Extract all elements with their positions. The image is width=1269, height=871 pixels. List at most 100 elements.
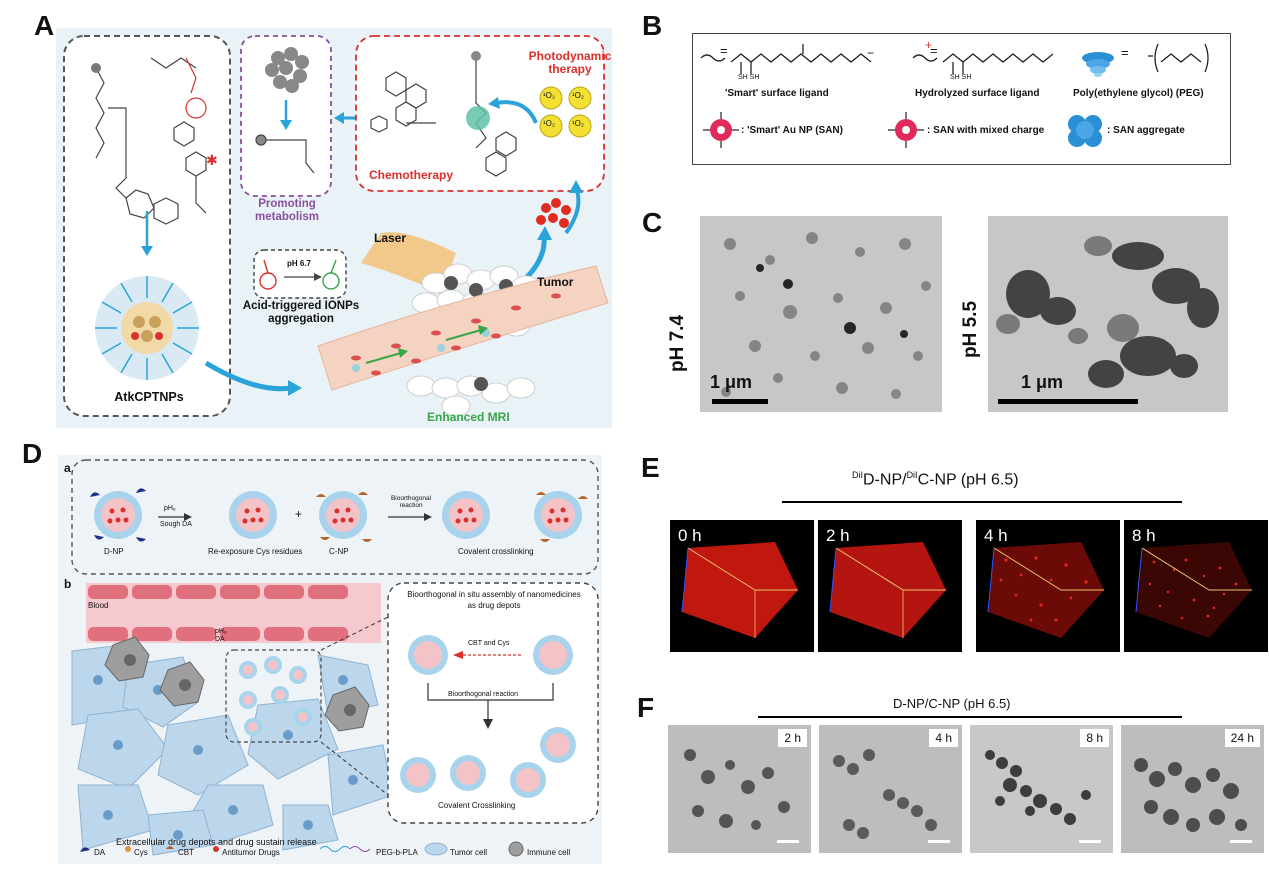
tem-scale-bar-2	[928, 840, 950, 843]
san-label: : 'Smart' Au NP (SAN)	[741, 125, 843, 136]
micrograph-ph-5-5-aggregates	[996, 236, 1219, 388]
tem-scale-bar-1	[777, 840, 799, 843]
tem-24h-particles	[1134, 758, 1247, 832]
confocal-time-8: 8 h	[1132, 526, 1156, 545]
svg-text:✱: ✱	[206, 152, 218, 168]
tem-time-8: 8 h	[1080, 729, 1109, 747]
atkcptnps-label: AtkCPTNPs	[114, 390, 184, 404]
legend-cbt: CBT	[178, 848, 194, 857]
tem-time-2: 2 h	[778, 729, 807, 747]
panel-label-d: D	[22, 438, 43, 469]
panel-label-a: A	[34, 10, 55, 41]
cbt-cys-label: CBT and Cys	[468, 640, 510, 647]
confocal-8h-volume	[1135, 542, 1252, 638]
panel-f-header-rule	[758, 716, 1182, 718]
dnp-label: D-NP	[104, 547, 124, 556]
panel-a-schematic: ✱	[56, 28, 612, 428]
panel-label-b: B	[642, 10, 663, 41]
panel-d-schematic: a b D-NP pHₑ Sough DA Re-exposure Cys re…	[58, 455, 602, 864]
confocal-8h: 8 h	[1124, 520, 1268, 652]
confocal-0h-volume	[681, 542, 798, 638]
peg-eq: =	[1121, 45, 1129, 60]
covalent-bottom-label: Covalent Crosslinking	[438, 801, 516, 810]
extracellular-label: Extracellular drug depots and drug susta…	[116, 837, 317, 847]
micrograph-ph-7-4-particles	[721, 232, 931, 399]
confocal-2h: 2 h	[818, 520, 962, 652]
panel-e-header-sup1: DiI	[852, 470, 863, 480]
panel-b-legend: = − SH SH = + SH SH = 'Smart' surface li…	[692, 33, 1231, 165]
legend-peg-pla: PEG-b-PLA	[376, 848, 418, 857]
bio-reaction-mid-label: Bioorthogonal reaction	[448, 691, 519, 698]
confocal-time-0: 0 h	[678, 526, 702, 545]
panel-e-header-rule	[782, 501, 1182, 503]
micrograph-ph-5-5: 1 μm	[988, 216, 1228, 412]
confocal-2h-volume	[829, 542, 946, 638]
laser-label: Laser	[374, 231, 407, 245]
tem-8h-particles	[985, 750, 1091, 825]
panel-e-header-mid: D-NP/	[863, 471, 907, 489]
panel-e-header: DiID-NP/DiIC-NP (pH 6.5)	[852, 470, 1019, 489]
bio-reaction-top-label: Bioorthogonal reaction	[390, 495, 432, 509]
blood-label: Blood	[88, 601, 109, 610]
ph-value-label: pH 6.7	[287, 259, 312, 268]
tem-8h: 8 h	[970, 725, 1113, 853]
tem-4h-particles	[833, 749, 937, 839]
san-mixed-label: : SAN with mixed charge	[927, 125, 1045, 136]
tem-time-4: 4 h	[929, 729, 958, 747]
singlet-oxygen-4: ¹O₂	[572, 119, 584, 128]
confocal-4h: 4 h	[976, 520, 1120, 652]
smart-ligand-label: 'Smart' surface ligand	[725, 88, 829, 99]
ph-7-4-label: pH 7.4	[667, 314, 688, 372]
singlet-oxygen-3: ¹O₂	[543, 119, 555, 128]
panel-e-header-end: C-NP (pH 6.5)	[917, 471, 1019, 489]
legend-tumor-cell: Tumor cell	[450, 848, 488, 857]
photodynamic-therapy-label: Photodynamic therapy	[528, 49, 612, 76]
tem-scale-bar-4	[1230, 840, 1252, 843]
scale-bar-label-2: 1 μm	[1021, 372, 1064, 392]
tem-24h: 24 h	[1121, 725, 1264, 853]
legend-cys: Cys	[134, 848, 148, 857]
scale-bar-1	[712, 399, 768, 404]
hydrolyzed-ligand-label: Hydrolyzed surface ligand	[915, 88, 1040, 99]
legend-da: DA	[94, 848, 106, 857]
confocal-0h: 0 h	[670, 520, 814, 652]
panel-b-structures	[700, 43, 1209, 148]
panel-label-c: C	[642, 207, 663, 238]
ph-5-5-label: pH 5.5	[960, 300, 981, 358]
tem-4h: 4 h	[819, 725, 962, 853]
legend-immune-cell: Immune cell	[527, 848, 571, 857]
panel-label-f: F	[637, 692, 655, 723]
promoting-metabolism-label: Promoting metabolism	[255, 198, 319, 223]
panel-d-artwork	[71, 459, 599, 857]
scale-bar-2	[998, 399, 1138, 404]
tem-2h: 2 h	[668, 725, 811, 853]
peg-label: Poly(ethylene glycol) (PEG)	[1073, 88, 1204, 99]
chemotherapy-label: Chemotherapy	[369, 168, 454, 182]
hydrolyzed-ligand-eq: =	[930, 43, 938, 58]
panel-f-header: D-NP/C-NP (pH 6.5)	[893, 696, 1011, 711]
sub-label-a: a	[64, 461, 71, 475]
tem-time-24: 24 h	[1224, 729, 1260, 747]
tem-scale-bar-3	[1079, 840, 1101, 843]
reexpose-label: Re-exposure Cys residues	[208, 547, 303, 556]
smart-ligand-charge: −	[867, 46, 875, 60]
panel-a-artwork: ✱	[63, 35, 609, 417]
smart-ligand-sh: SH SH	[738, 74, 760, 81]
hydrolyzed-ligand-charge: +	[925, 38, 933, 52]
micrograph-ph-7-4: 1 μm	[700, 216, 942, 412]
confocal-4h-volume	[987, 542, 1104, 638]
tumor-label: Tumor	[537, 275, 574, 289]
assembly-label: Bioorthogonal in situ assembly of nanome…	[407, 590, 581, 610]
plus-label: +	[295, 507, 303, 521]
panel-label-e: E	[641, 452, 660, 483]
phe-da-label: pHₑ DA	[215, 628, 227, 643]
smart-ligand-eq: =	[720, 43, 728, 58]
hydrolyzed-ligand-sh: SH SH	[950, 74, 972, 81]
covalent-top-label: Covalent crosslinking	[458, 547, 534, 556]
ph-label: pHₑ	[164, 505, 176, 512]
cnp-label: C-NP	[329, 547, 349, 556]
slough-da-label: Sough DA	[160, 521, 192, 528]
sub-label-b: b	[64, 577, 72, 591]
confocal-time-4: 4 h	[984, 526, 1008, 545]
singlet-oxygen-1: ¹O₂	[543, 91, 555, 100]
